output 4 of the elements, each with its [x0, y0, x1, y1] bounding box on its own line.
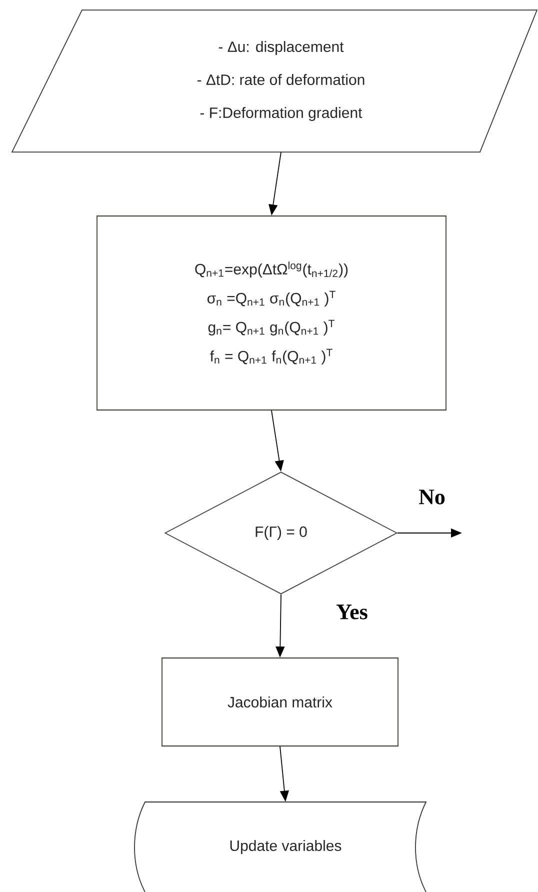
edge-label: No — [418, 488, 446, 506]
process-box: Jacobian matrix — [162, 658, 398, 746]
process-box: Q$_{n+1}$=exp(ΔtΩ$^{log}$(t$_{n+1/2}$)) σ$_{n}$ =Q$_{n+1}$ σ$_{n}$(Q$_{n+1}$ )$^{T}$ g$_{n}$= Q$_{n+1}$ g$_{n}$(Q$_{n+1}$ )$^{T}$ f$_{n}$ = Q$_{n+1}$ f$_{n}$(Q$_{n+1}$ )$^{T}$ — [96, 216, 446, 410]
edge-label: Yes — [335, 604, 369, 620]
